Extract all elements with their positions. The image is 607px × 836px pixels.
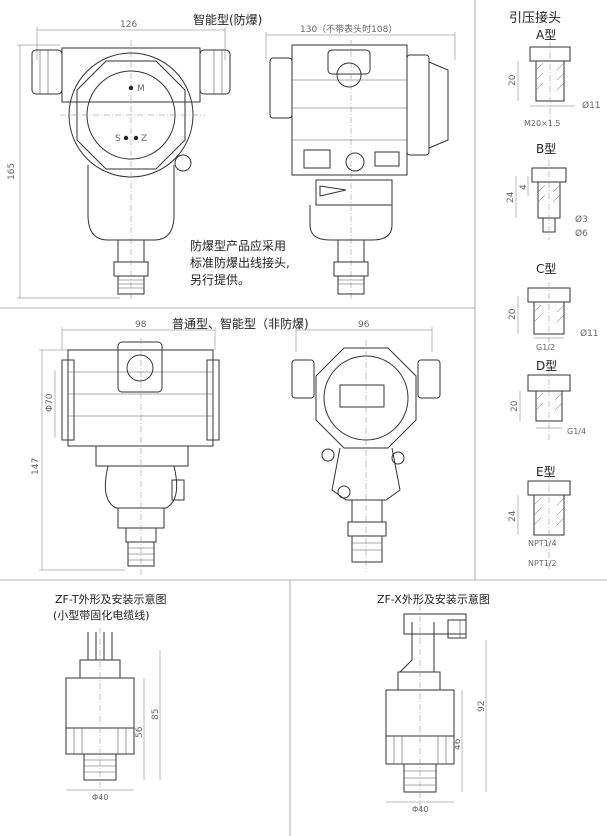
fitting-a: 20 Ø11 M20×1.5 [508,42,601,128]
fitting-b-dim-2: 4 [519,184,529,190]
zf-x-dim-46: 46 [453,738,463,750]
fitting-e-dim-2: NPT1/4 [528,539,557,548]
note-line-3: 另行提供。 [190,273,251,287]
fitting-a-label: A型 [536,28,557,42]
dim-165: 165 [7,163,17,180]
zf-t-dim-85: 85 [151,709,161,720]
section-title-standard: 普通型、智能型（非防爆) [172,317,309,331]
fitting-a-dim-3: M20×1.5 [524,119,561,128]
fitting-b-dim-4: Ø6 [575,228,588,239]
fitting-b-label: B型 [536,142,557,156]
ex-side-view: 130（不带表头时108） [265,23,456,300]
fitting-b: 24 4 Ø3 Ø6 [506,160,588,240]
section-title-fittings: 引压接头 [509,11,562,26]
note-line-2: 标准防爆出线接头, [190,256,290,270]
fitting-e-label: E型 [536,465,556,479]
section-title-explosion-proof: 智能型(防爆) [193,13,263,27]
fitting-d-dim-2: G1/4 [567,427,586,436]
fitting-d-dim-1: 20 [510,400,520,412]
dim-147: 147 [31,458,41,475]
fitting-b-dim-3: Ø3 [575,214,588,225]
dim-d70: Φ70 [45,393,55,412]
fitting-a-dim-1: 20 [508,74,518,86]
fitting-b-dim-1: 24 [506,191,516,203]
fitting-c-dim-1: 20 [508,308,518,320]
zf-x-title: ZF-X外形及安装示意图 [377,593,490,606]
dim-126: 126 [120,20,137,30]
marker-s: S [115,134,121,144]
zf-x-dim-92: 92 [477,701,487,712]
note-line-1: 防爆型产品应采用 [190,239,287,253]
zf-x-dim-d40: Φ40 [412,805,428,814]
marker-z: Z [141,134,147,144]
fitting-d-label: D型 [536,359,558,373]
fitting-c-dim-3: G1/2 [536,343,555,352]
zf-t-dim-d40: Φ40 [92,793,108,802]
dim-98: 98 [135,320,147,330]
zf-t-dim-56: 56 [135,726,145,738]
fitting-c-dim-2: Ø11 [580,328,599,339]
fitting-c-label: C型 [536,262,557,276]
dim-130: 130（不带表头时108） [300,23,397,35]
std-side-view: 96 [291,320,441,572]
fitting-e-dim-3: NPT1/2 [528,559,557,568]
fitting-d: 20 G1/4 [510,368,586,440]
zf-x-drawing: 92 46 Φ40 [385,605,487,814]
explosion-proof-note: 防爆型产品应采用 标准防爆出线接头, 另行提供。 [190,238,290,289]
fitting-a-dim-2: Ø11 [582,100,601,111]
fitting-c: 20 Ø11 G1/2 [508,282,599,352]
fitting-e-dim-1: 24 [508,510,518,522]
fitting-e: 24 NPT1/4 NPT1/2 [508,475,571,570]
marker-m: M [137,84,145,94]
ex-front-view: 126 165 M S Z [7,20,231,300]
std-front-view: 98 Φ70 147 [31,320,220,575]
zf-t-drawing: 85 56 Φ40 [65,628,161,802]
zf-t-title: ZF-T外形及安装示意图 [55,593,167,606]
zf-t-subtitle: (小型带固化电缆线) [53,609,150,622]
dim-96: 96 [358,320,370,330]
